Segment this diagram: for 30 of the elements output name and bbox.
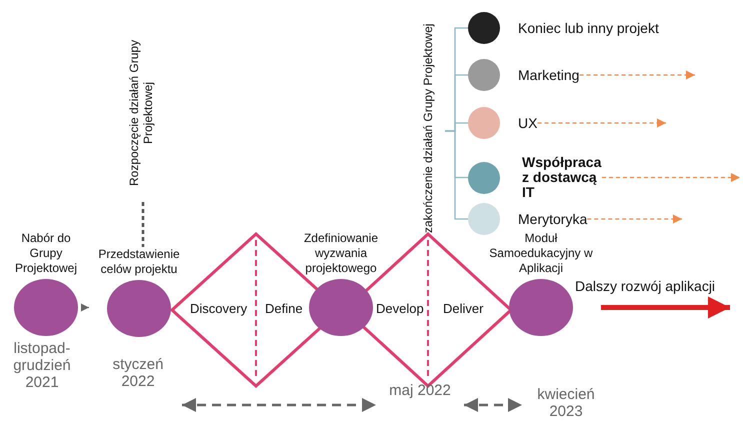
arrow	[538, 118, 666, 128]
node-label: UX	[518, 115, 538, 131]
node-label: Moduł Samoedukacyjny w Aplikacji	[488, 231, 594, 276]
phase-label: Discovery	[190, 301, 248, 316]
date-label: maj 2022	[380, 382, 460, 399]
node-label: Merytoryka	[518, 211, 588, 227]
vertical-label: zakończenie działań Grupy Projektowej	[421, 22, 436, 235]
date-label: kwiecień 2023	[526, 386, 606, 420]
node-label: Zdefiniowanie wyzwania projektowego	[302, 231, 380, 276]
node-label: Przedstawienie celów projektu	[97, 247, 181, 277]
arrow	[602, 173, 740, 182]
date-label: styczeń 2022	[98, 356, 178, 390]
phase-label: Deliver	[443, 301, 484, 316]
arrow	[464, 398, 522, 412]
phase-label: Develop	[376, 301, 424, 316]
phase-label: Define	[265, 301, 303, 316]
edge-label: Dalszy rozwój aplikacji	[575, 278, 716, 294]
arrow	[580, 70, 695, 80]
leader-line	[142, 202, 144, 247]
arrow	[182, 398, 376, 412]
arrow	[601, 296, 730, 318]
arrow	[81, 304, 89, 312]
node-label: Koniec lub inny projekt	[518, 20, 659, 36]
node-label: Marketing	[518, 67, 580, 83]
arrow	[587, 214, 682, 224]
bracket-line	[445, 130, 468, 220]
date-label: listopad-grudzień 2021	[2, 340, 82, 391]
node-label: Nabór do Grupy Projektowej	[14, 231, 78, 276]
node-label: Współpraca z dostawcą IT	[522, 155, 602, 200]
vertical-label: Rozpoczęcie działań Grupy Projektowej	[127, 28, 159, 198]
